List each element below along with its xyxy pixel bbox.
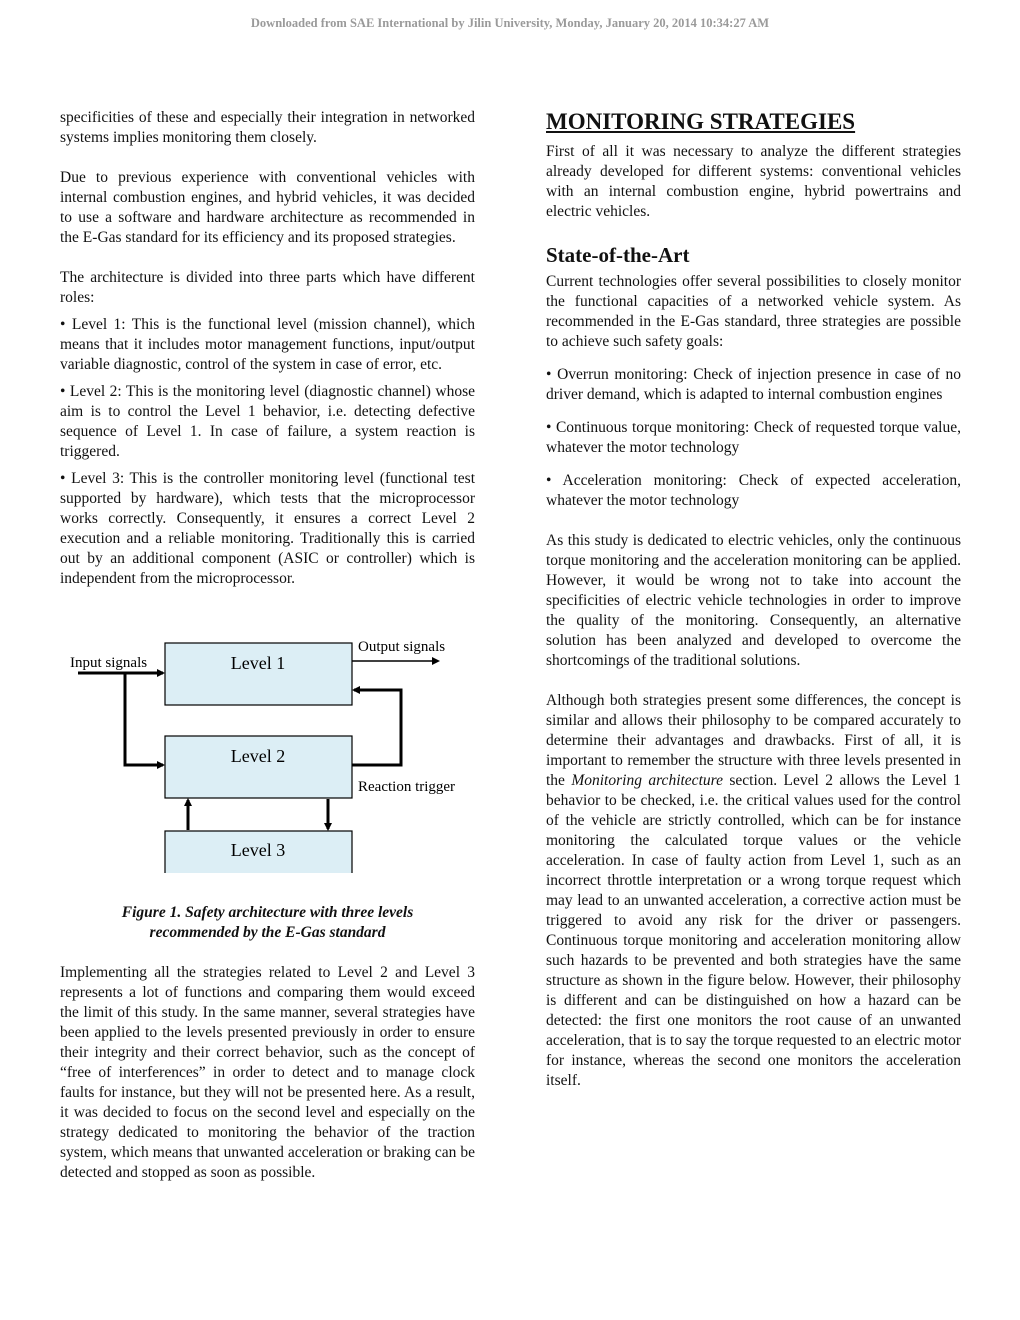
paragraph: Although both strategies present some di… <box>546 691 961 1091</box>
input-branch-arrow <box>123 673 165 769</box>
level-1-box <box>164 642 353 706</box>
bullet-level-3: • Level 3: This is the controller monito… <box>60 470 475 587</box>
caption-line: Figure 1. Safety architecture with three… <box>121 904 414 921</box>
output-signals-label: Output signals <box>358 639 445 655</box>
bullet-overrun: • Overrun monitoring: Check of injection… <box>546 366 961 403</box>
download-header: Downloaded from SAE International by Jil… <box>250 16 770 30</box>
bullet-torque: • Continuous torque monitoring: Check of… <box>546 419 961 456</box>
section-reference: Monitoring architecture <box>571 772 723 789</box>
paragraph: specificities of these and especially th… <box>60 109 475 146</box>
paragraph: As this study is dedicated to electric v… <box>546 532 961 669</box>
level-2-label: Level 2 <box>231 746 285 766</box>
text-run: section. Level 2 allows the Level 1 beha… <box>546 772 962 1089</box>
bullet-level-1: • Level 1: This is the functional level … <box>60 316 475 373</box>
architecture-diagram: Input signals Output signals Level 1 Lev… <box>70 639 455 873</box>
left-column: specificities of these and especially th… <box>60 108 475 1183</box>
paragraph: First of all it was necessary to analyze… <box>546 143 961 220</box>
level-3-box <box>164 830 353 873</box>
bullet-level-2: • Level 2: This is the monitoring level … <box>60 383 475 460</box>
reaction-trigger-arrow <box>352 686 403 767</box>
subsection-heading: State-of-the-Art <box>546 243 690 267</box>
figure-caption: Figure 1. Safety architecture with three… <box>60 903 475 943</box>
caption-line: recommended by the E-Gas standard <box>149 924 386 941</box>
right-column: MONITORING STRATEGIES First of all it wa… <box>546 108 961 1091</box>
input-signals-label: Input signals <box>70 655 147 671</box>
bullet-acceleration: • Acceleration monitoring: Check of expe… <box>546 472 961 509</box>
text-run: Although both strategies present some di… <box>546 692 961 789</box>
paragraph: The architecture is divided into three p… <box>60 269 475 306</box>
paragraph: Due to previous experience with conventi… <box>60 169 475 246</box>
reaction-trigger-label: Reaction trigger <box>358 779 455 795</box>
level-3-label: Level 3 <box>231 840 285 860</box>
level-1-label: Level 1 <box>231 653 285 673</box>
safety-architecture-figure: Input signals Output signals Level 1 Lev… <box>60 613 475 873</box>
paragraph: Current technologies offer several possi… <box>546 273 961 350</box>
section-heading: MONITORING STRATEGIES <box>546 109 856 134</box>
level-2-box <box>164 735 353 799</box>
paragraph: Implementing all the strategies related … <box>60 964 475 1181</box>
